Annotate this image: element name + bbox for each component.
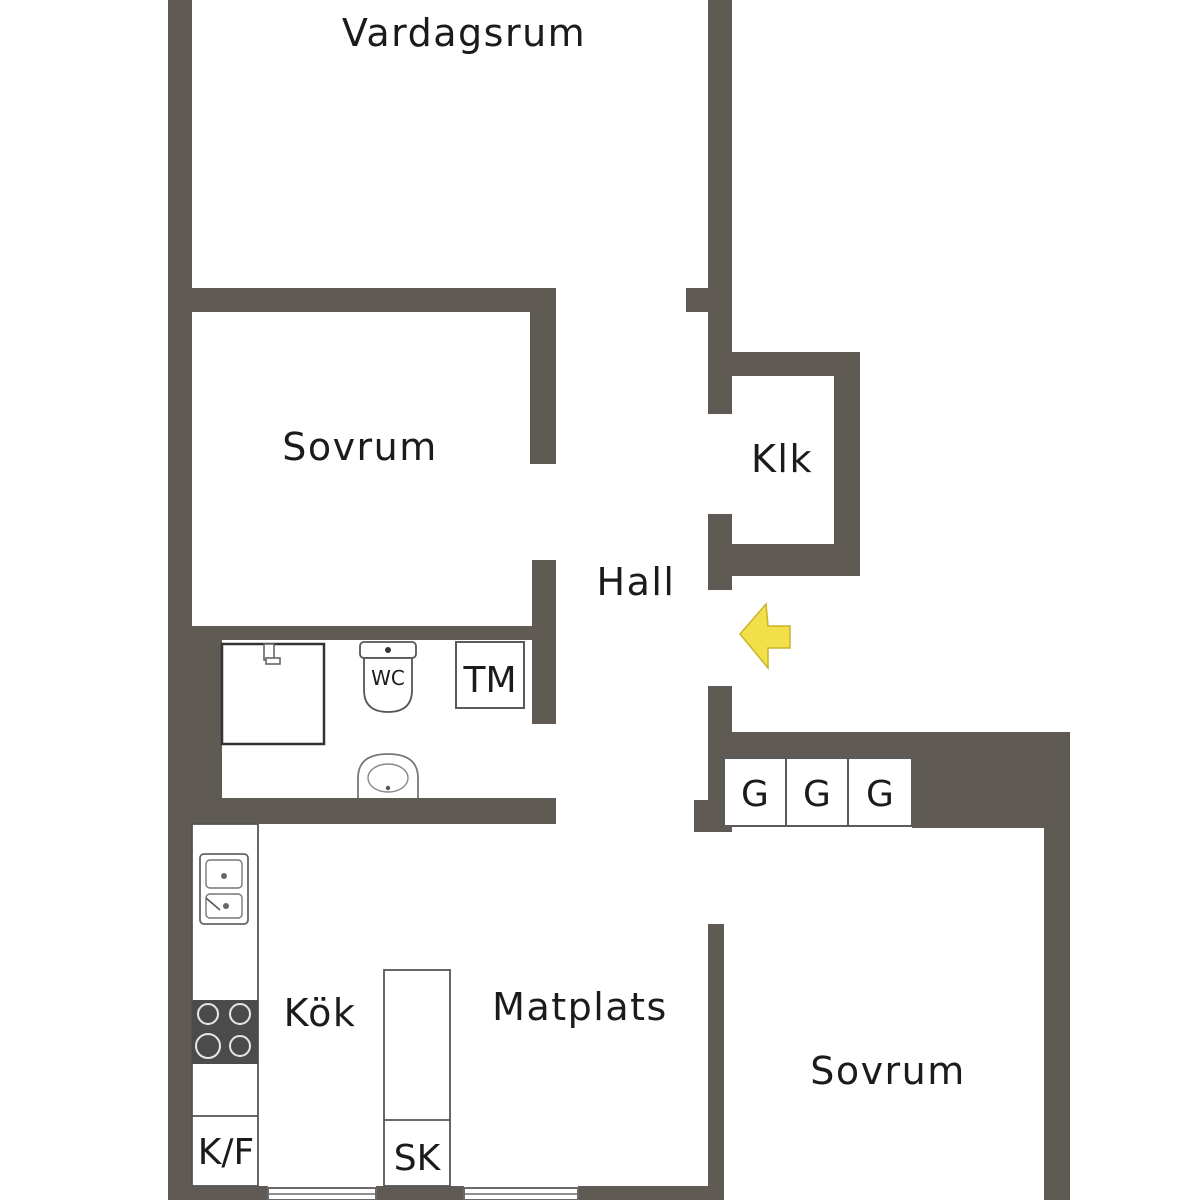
wall-bedroom1-right-upper — [530, 288, 556, 464]
closet-2-label: G — [803, 774, 831, 815]
windows-bottom — [267, 1187, 579, 1200]
room-label-dining: Matplats — [492, 985, 668, 1029]
shower-icon — [220, 642, 326, 746]
wall-bedroom2-left — [708, 924, 724, 1200]
closet-1 — [723, 757, 787, 827]
wall-bath-top — [192, 626, 554, 640]
washing-machine-label: TM — [462, 660, 516, 701]
wall-bedroom2-right — [1044, 732, 1070, 1200]
entrance-arrow-icon — [739, 602, 791, 671]
closets: G G G — [723, 757, 913, 827]
closet-3-label: G — [866, 774, 894, 815]
room-label-living-room: Vardagsrum — [342, 11, 586, 55]
wall-hall-right-mid — [708, 514, 732, 590]
wall-klk-right — [834, 352, 860, 576]
wall-bottom-right — [578, 1186, 724, 1200]
wall-outer-left — [168, 0, 192, 1200]
wall-bath-right-stub — [532, 798, 556, 824]
stove-icon — [192, 1000, 258, 1064]
room-label-bedroom-1: Sovrum — [282, 425, 438, 469]
room-label-kitchen: Kök — [284, 991, 357, 1035]
storage-cabinet-label: SK — [394, 1138, 442, 1179]
wall-bedroom1-top — [192, 288, 556, 312]
wall-hall-right-upper — [708, 288, 732, 414]
closet-1-label: G — [741, 774, 769, 815]
storage-cabinet: SK — [383, 969, 451, 1187]
washing-machine: TM — [455, 641, 525, 709]
wall-bedroom1-right-lower — [532, 560, 556, 724]
fridge-freezer-label: K/F — [198, 1132, 254, 1173]
closet-2 — [785, 757, 849, 827]
room-label-bedroom-2: Sovrum — [810, 1049, 966, 1093]
wall-bottom-left — [168, 1186, 268, 1200]
toilet-icon: WC — [359, 641, 417, 713]
room-label-hall: Hall — [597, 560, 676, 604]
room-label-walk-in-closet: Klk — [751, 437, 813, 481]
wall-living-right — [708, 0, 732, 292]
walls — [168, 0, 1070, 1200]
wall-klk-bottom — [708, 544, 860, 576]
toilet-label: WC — [371, 666, 405, 690]
wall-bottom-mid — [376, 1186, 464, 1200]
closet-3 — [847, 757, 913, 827]
kitchen-sink-icon — [199, 853, 249, 925]
wall-bath-left — [192, 628, 222, 824]
washbasin-icon — [357, 753, 419, 798]
wall-bath-bottom — [192, 798, 556, 824]
wall-wardrobe-block — [912, 732, 1070, 828]
